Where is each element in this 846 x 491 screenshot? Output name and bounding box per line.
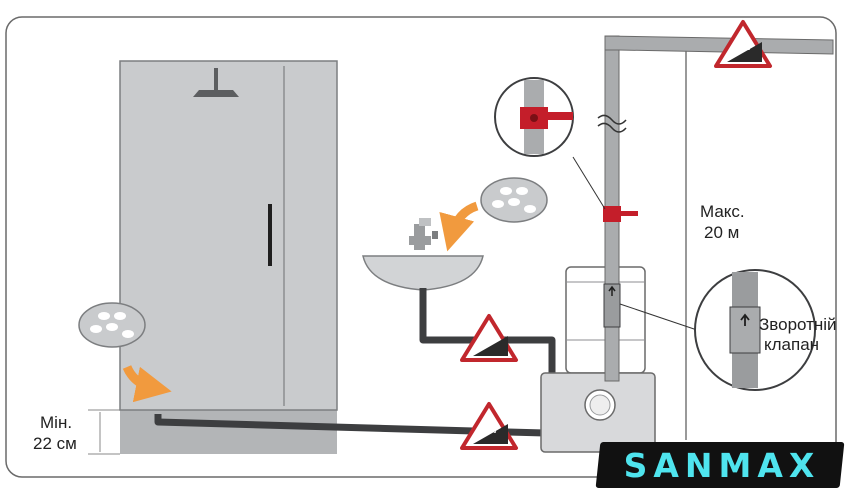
slope-sink-label: >2% [482, 338, 497, 345]
check-valve-callout-line [619, 303, 698, 331]
shower-cabin [119, 60, 338, 411]
check-valve-arrow-inline [608, 285, 616, 296]
brand-logo: SANMAX [623, 446, 821, 485]
macerator-pump [540, 266, 656, 453]
check-valve-label-line1: Зворотній [759, 315, 837, 334]
slope-warning-icon [460, 402, 518, 450]
min-height-label-line2: 22 см [33, 434, 77, 453]
slope-warning-icon [460, 314, 518, 362]
max-height-label-line2: 20 м [704, 223, 739, 242]
slope-top-label: >1% [736, 45, 751, 52]
check-valve-icon [694, 269, 816, 391]
curved-arrow-icon [439, 201, 479, 252]
max-height-label-line1: Макс. [700, 202, 745, 221]
valve-callout-line [572, 156, 606, 210]
check-valve-inline [603, 283, 621, 328]
ball-valve-icon [494, 77, 574, 157]
curved-arrow-icon [122, 365, 172, 403]
floor-drain-pipe [154, 414, 546, 437]
slope-floor-label: >2% [482, 428, 497, 435]
floor-slab [120, 410, 337, 454]
slope-warning-icon [714, 20, 772, 68]
min-height-label-line1: Мін. [40, 413, 72, 432]
ball-valve [603, 206, 638, 222]
discharge-pipe-top [604, 35, 834, 55]
drain-grate-icon [78, 302, 146, 348]
check-valve-label-line2: клапан [764, 335, 819, 354]
pipe-break-symbol [597, 114, 627, 125]
drain-grate-icon [480, 177, 548, 223]
